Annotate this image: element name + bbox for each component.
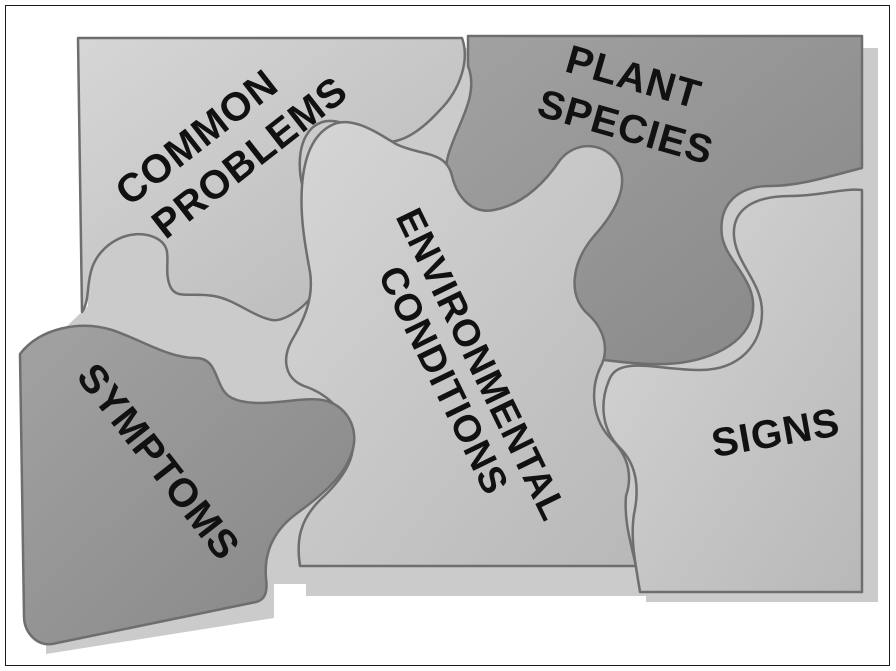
- piece-symptoms-shape: [20, 325, 355, 645]
- piece-symptoms: SYMPTOMS: [18, 324, 356, 646]
- piece-signs-shape: [603, 189, 862, 592]
- piece-common-problems-shape: [78, 38, 465, 321]
- piece-environmental-conditions: ENVIRONMENTAL CONDITIONS: [284, 120, 638, 568]
- piece-signs-rim: [602, 188, 864, 594]
- piece-environmental-conditions-shape: [286, 122, 636, 567]
- piece-symptoms-rim: [18, 324, 356, 646]
- piece-signs: SIGNS: [602, 188, 864, 594]
